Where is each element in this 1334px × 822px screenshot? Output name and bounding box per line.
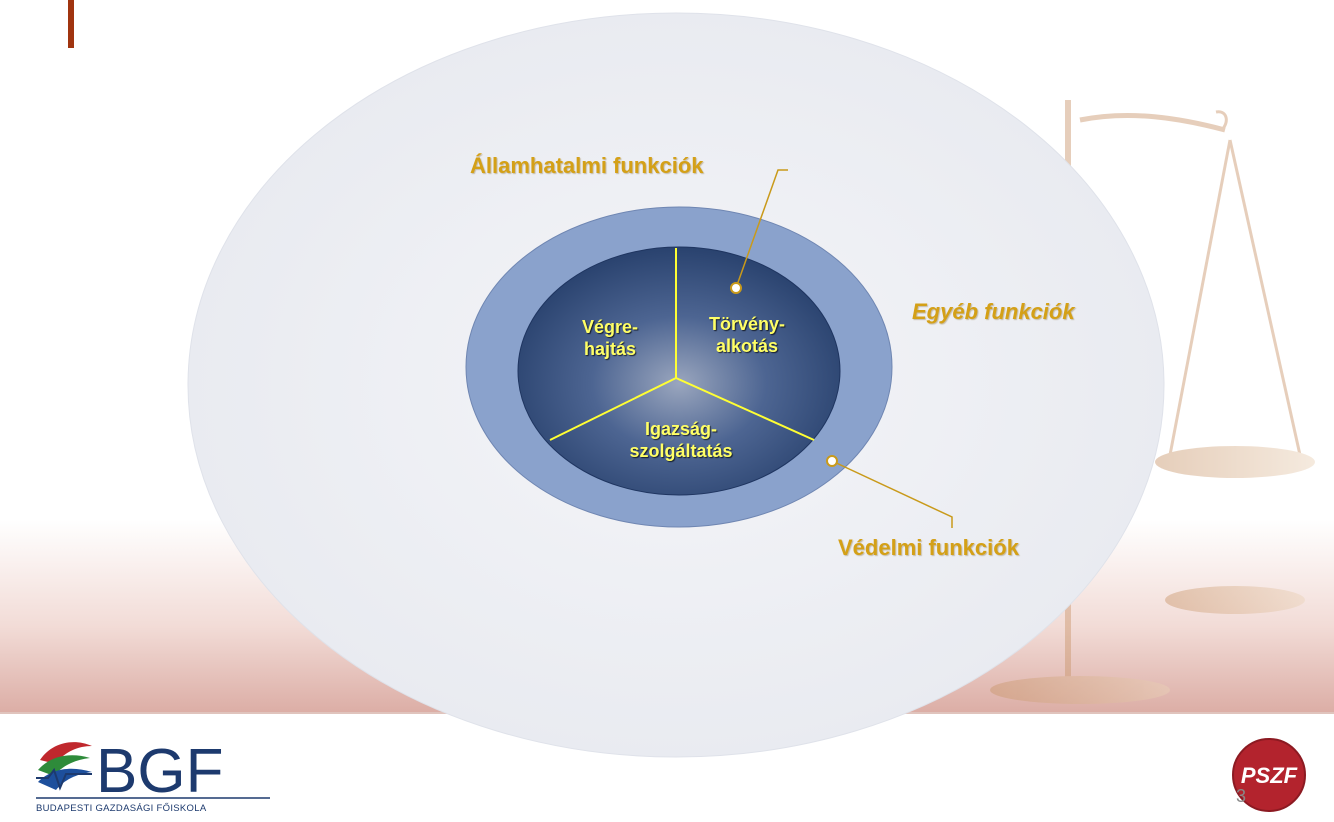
executive-sector-label: Végre- hajtás [560, 316, 660, 360]
sector-divider-right [675, 377, 815, 441]
other-functions-label: Egyéb funkciók [912, 299, 1075, 324]
slide-number: 3 [1236, 786, 1247, 806]
protection-functions-label: Védelmi funkciók [838, 535, 1019, 560]
judicial-sector-label: Igazság- szolgáltatás [606, 418, 756, 462]
bgf-logo: BGF [36, 737, 270, 806]
executive-line-1: Végre- [581, 317, 639, 337]
pszf-logo: PSZF [1232, 738, 1306, 812]
state-power-callout-dot [730, 282, 742, 294]
judicial-line-2: szolgáltatás [629, 441, 733, 461]
legislative-line-1: Törvény- [708, 314, 786, 334]
legislative-line-2: alkotás [715, 336, 779, 356]
protection-callout-line [831, 460, 953, 528]
executive-line-2: hajtás [583, 339, 637, 359]
state-power-callout-line [735, 169, 788, 289]
sector-divider-left [549, 377, 677, 441]
bgf-logo-text: BGF [96, 737, 223, 806]
state-power-functions-label: Államhatalmi funkciók [470, 153, 704, 178]
accent-bar [68, 0, 74, 48]
inner-core-state-power [517, 246, 841, 496]
protection-callout-dot [826, 455, 838, 467]
bgf-logo-subtitle: BUDAPESTI GAZDASÁGI FŐISKOLA [36, 803, 207, 814]
judicial-line-1: Igazság- [644, 419, 718, 439]
legislative-sector-label: Törvény- alkotás [692, 313, 802, 357]
pszf-logo-text: PSZF [1241, 763, 1298, 788]
bgf-emblem-icon [36, 742, 92, 791]
